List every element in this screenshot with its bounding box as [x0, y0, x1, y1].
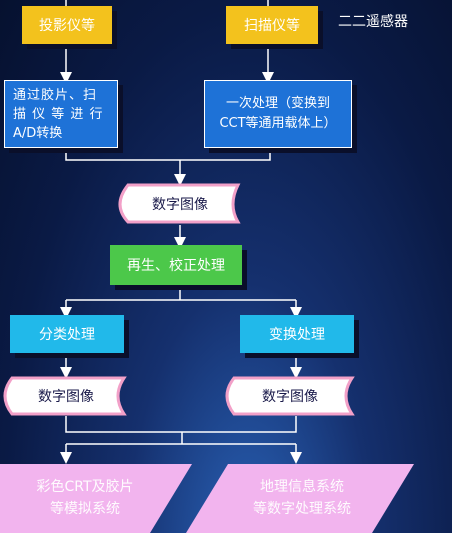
sensor-label: 二二遥感器 [338, 14, 408, 30]
output-left-line1: 彩色CRT及胶片 [36, 479, 134, 495]
regen-box: 再生、校正处理 [110, 245, 242, 285]
digital-image-shape-main [118, 183, 241, 224]
regen-label: 再生、校正处理 [127, 258, 225, 274]
output-analog: 彩色CRT及胶片 等模拟系统 [0, 470, 170, 526]
process-left-line1: 通过胶片、扫 [13, 87, 98, 103]
input-label-scanner: 扫描仪等 [244, 18, 300, 34]
output-shape-left [0, 464, 192, 533]
input-box-projector: 投影仪等 [22, 6, 112, 44]
output-digital: 地理信息系统 等数字处理系统 [212, 470, 392, 526]
transform-label: 变换处理 [269, 327, 325, 343]
output-right-line2: 等数字处理系统 [253, 501, 351, 517]
output-right-line1: 地理信息系统 [260, 479, 344, 495]
input-label-projector: 投影仪等 [39, 18, 95, 34]
process-left-line2: 描 仪 等 进 行 [13, 106, 104, 122]
digital-image-right: 数字图像 [234, 378, 346, 414]
digital-image-left-label: 数字图像 [38, 389, 94, 405]
digital-image-right-label: 数字图像 [262, 389, 318, 405]
output-left-line2: 等模拟系统 [50, 501, 120, 517]
digital-image-left: 数字图像 [12, 378, 120, 414]
process-box-primary: 一次处理（变换到 CCT等通用载体上） [204, 80, 352, 148]
process-right-line1: 一次处理（变换到 [225, 96, 330, 111]
classify-label: 分类处理 [39, 327, 95, 343]
process-left-line3: A/D转换 [13, 125, 63, 141]
digital-image-main-label: 数字图像 [152, 196, 208, 213]
process-box-ad-conversion: 通过胶片、扫 描 仪 等 进 行 A/D转换 [4, 80, 118, 148]
process-right-line2: CCT等通用载体上） [219, 116, 337, 131]
digital-image-shape-left [3, 376, 127, 416]
classify-box: 分类处理 [10, 315, 124, 353]
digital-image-main: 数字图像 [128, 185, 232, 222]
input-box-scanner: 扫描仪等 [226, 6, 318, 44]
transform-box: 变换处理 [240, 315, 354, 353]
output-shape-right [186, 464, 414, 533]
digital-image-shape-right [225, 376, 355, 416]
